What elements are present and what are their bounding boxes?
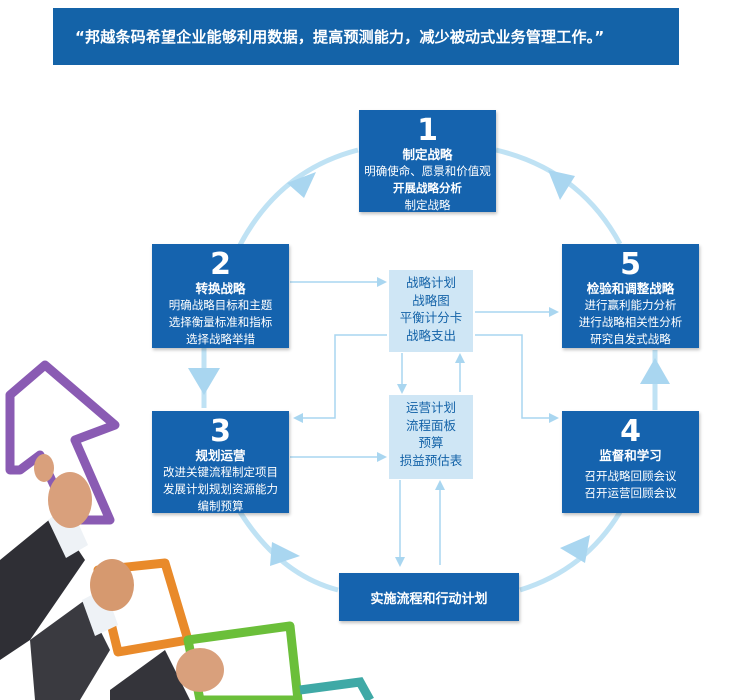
step-2-box: 2 转换战略 明确战略目标和主题 选择衡量标准和指标 选择战略举措 xyxy=(152,244,289,348)
step-2-line-1: 明确战略目标和主题 xyxy=(168,298,273,312)
step-2-number: 2 xyxy=(210,247,231,282)
step-1-title: 制定战略 xyxy=(402,147,453,162)
step-2-line-2: 选择衡量标准和指标 xyxy=(168,315,273,329)
strategy-plan-item-1: 战略计划 xyxy=(405,275,456,290)
operation-plan-item-4: 损益预估表 xyxy=(399,452,463,468)
step-1-line-1: 明确使命、愿景和价值观 xyxy=(364,164,491,178)
arc-2-3-head xyxy=(188,368,220,395)
operation-plan-item-1: 运营计划 xyxy=(405,400,456,415)
step-3-title: 规划运营 xyxy=(195,448,246,463)
hands-rope-illustration xyxy=(0,360,374,700)
step-4-number: 4 xyxy=(620,414,641,449)
step-5-line-3: 研究自发式战略 xyxy=(590,332,671,346)
execution-box: 实施流程和行动计划 xyxy=(339,573,519,621)
step-4-line-1: 召开战略回顾会议 xyxy=(584,469,677,483)
step-5-box: 5 检验和调整战略 进行赢利能力分析 进行战略相关性分析 研究自发式战略 xyxy=(562,244,699,348)
step-1-box: 1 制定战略 明确使命、愿景和价值观 开展战略分析 制定战略 xyxy=(359,110,496,212)
step-5-number: 5 xyxy=(620,247,641,282)
step-5-title: 检验和调整战略 xyxy=(586,281,675,296)
quote-banner: “邦越条码希望企业能够利用数据，提高预测能力，减少被动式业务管理工作。” xyxy=(53,8,679,65)
strategy-plan-item-4: 战略支出 xyxy=(405,327,456,343)
step-1-line-2: 开展战略分析 xyxy=(393,181,462,195)
step-4-box: 4 监督和学习 召开战略回顾会议 召开运营回顾会议 xyxy=(562,411,699,513)
strategy-plan-item-3: 平衡计分卡 xyxy=(399,310,463,325)
operation-plan-item-3: 预算 xyxy=(418,435,444,450)
strategy-plan-item-2: 战略图 xyxy=(412,292,450,308)
arc-1-2-head xyxy=(287,172,316,198)
operation-plan-box: 运营计划 流程面板 预算 损益预估表 xyxy=(389,395,473,479)
step-4-line-2: 召开运营回顾会议 xyxy=(584,486,677,500)
step-4-title: 监督和学习 xyxy=(599,448,662,463)
arc-5-1 xyxy=(495,147,623,246)
step-3-box: 3 规划运营 改进关键流程制定项目 发展计划规划资源能力 编制预算 xyxy=(152,411,289,513)
step-2-title: 转换战略 xyxy=(195,281,246,296)
step-5-line-1: 进行赢利能力分析 xyxy=(584,298,677,312)
connector-lines xyxy=(290,277,559,567)
step-3-line-3: 编制预算 xyxy=(197,499,244,513)
step-3-line-2: 发展计划规划资源能力 xyxy=(163,482,278,496)
arc-4-5-head xyxy=(640,358,670,384)
arc-3-exec xyxy=(237,510,339,593)
arc-exec-4-head xyxy=(560,535,590,563)
strategy-plan-box: 战略计划 战略图 平衡计分卡 战略支出 xyxy=(389,270,473,352)
step-1-number: 1 xyxy=(417,113,438,148)
operation-plan-item-2: 流程面板 xyxy=(405,417,456,433)
step-5-line-2: 进行战略相关性分析 xyxy=(578,315,683,329)
arc-3-exec-head xyxy=(270,542,300,566)
step-2-line-3: 选择战略举措 xyxy=(186,332,255,346)
arc-1-2 xyxy=(237,147,359,247)
step-1-line-3: 制定战略 xyxy=(404,198,451,212)
arc-5-1-head xyxy=(548,170,575,200)
step-3-number: 3 xyxy=(210,414,231,449)
step-3-line-1: 改进关键流程制定项目 xyxy=(163,465,278,479)
arc-exec-4 xyxy=(519,510,623,593)
